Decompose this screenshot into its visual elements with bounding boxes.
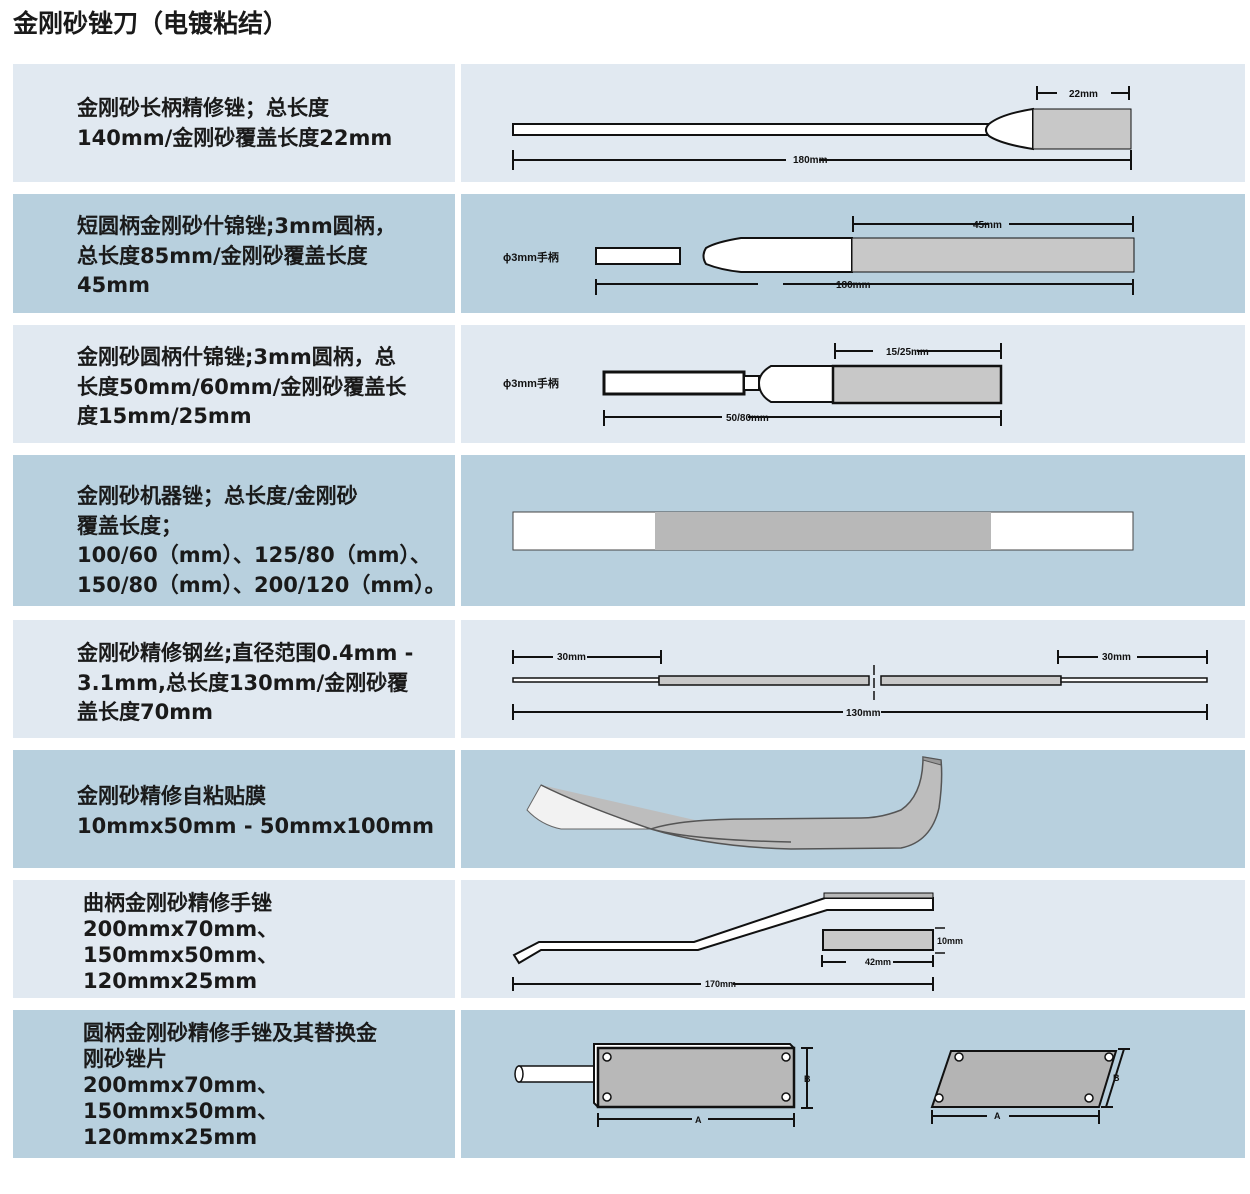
product-row: 金刚砂精修钢丝;直径范围0.4mm - 3.1mm,总长度130mm/金刚砂覆 … [13,620,1245,738]
product-diagram: ϕ3mm手柄 15/25mm 50/80mm [461,325,1245,443]
product-row: 金刚砂精修自粘贴膜 10mmx50mm - 50mmx100mm [13,750,1245,868]
product-row: 曲柄金刚砂精修手锉 200mmx70mm、 150mmx50mm、 120mmx… [13,880,1245,998]
product-diagram [461,455,1245,606]
product-row: 短圆柄金刚砂什锦锉;3mm圆柄， 总长度85mm/金刚砂覆盖长度 45mm ϕ3… [13,194,1245,313]
dimension-label: 180mm [793,155,828,166]
dimension-label: A [994,1111,1001,1121]
product-description: 曲柄金刚砂精修手锉 200mmx70mm、 150mmx50mm、 120mmx… [83,891,279,993]
product-description: 金刚砂圆柄什锦锉;3mm圆柄，总 长度50mm/60mm/金刚砂覆盖长 度15m… [77,345,407,428]
product-description: 金刚砂长柄精修锉；总长度 140mm/金刚砂覆盖长度22mm [77,96,393,150]
product-diagram: 30mm 30mm 130mm [461,620,1245,738]
product-description: 金刚砂精修自粘贴膜 10mmx50mm - 50mmx100mm [77,784,434,838]
dimension-label: B [804,1074,811,1084]
product-row: 金刚砂圆柄什锦锉;3mm圆柄，总 长度50mm/60mm/金刚砂覆盖长 度15m… [13,325,1245,443]
product-diagram: 22mm 180mm [461,64,1245,182]
dimension-label: 45mm [973,220,1002,231]
product-row: 金刚砂长柄精修锉；总长度 140mm/金刚砂覆盖长度22mm 22mm 180m… [13,64,1245,182]
product-diagram: ϕ3mm手柄 45mm 180mm [461,194,1245,313]
dimension-label: A [695,1115,702,1125]
dimension-label: 30mm [557,652,586,663]
product-description: 圆柄金刚砂精修手锉及其替换金 刚砂锉片 200mmx70mm、 150mmx50… [83,1021,377,1149]
dimension-label: 15/25mm [886,347,929,358]
product-row: 圆柄金刚砂精修手锉及其替换金 刚砂锉片 200mmx70mm、 150mmx50… [13,1010,1245,1158]
dimension-label: 50/80mm [726,413,769,424]
dimension-label: 42mm [865,957,891,967]
dimension-label: 170mm [705,979,736,989]
dimension-label: 180mm [836,280,871,291]
dimension-label: B [1113,1073,1120,1083]
dimension-label: 10mm [937,936,963,946]
dimension-label: 22mm [1069,89,1098,100]
product-description: 金刚砂机器锉；总长度/金刚砂 覆盖长度； 100/60（mm）、125/80（m… [77,484,446,597]
product-diagram [461,750,1245,868]
product-diagram: 10mm 42mm 170mm [461,880,1245,998]
dimension-label: 130mm [846,708,881,719]
product-diagram: B A B A [461,1010,1245,1158]
dimension-label: ϕ3mm手柄 [503,376,559,390]
product-row: 金刚砂机器锉；总长度/金刚砂 覆盖长度； 100/60（mm）、125/80（m… [13,455,1245,606]
page-title: 金刚砂锉刀（电镀粘结） [13,9,289,38]
product-description: 短圆柄金刚砂什锦锉;3mm圆柄， 总长度85mm/金刚砂覆盖长度 45mm [77,214,396,297]
dimension-label: 30mm [1102,652,1131,663]
product-description: 金刚砂精修钢丝;直径范围0.4mm - 3.1mm,总长度130mm/金刚砂覆 … [77,641,414,724]
dimension-label: ϕ3mm手柄 [503,250,559,264]
